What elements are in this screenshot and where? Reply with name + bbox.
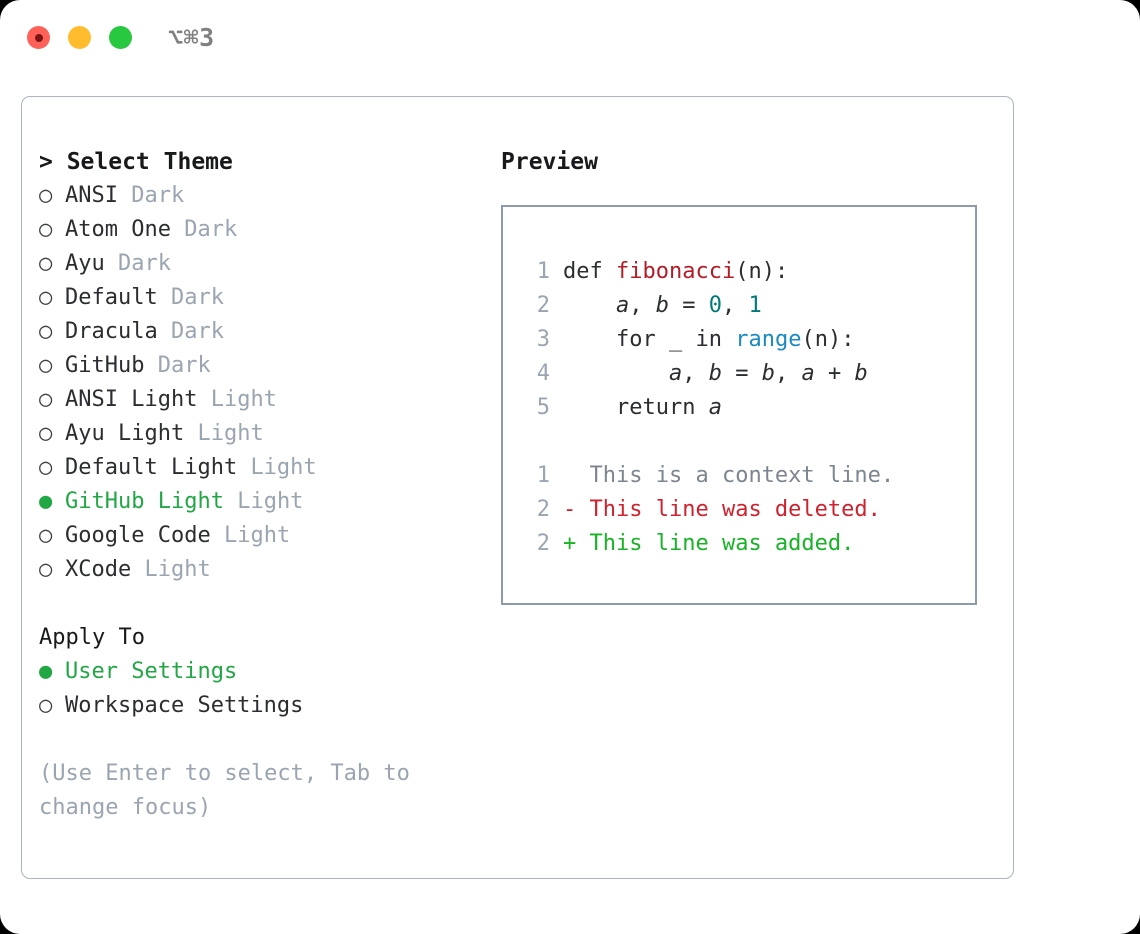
window-controls: [27, 26, 132, 49]
theme-name-label: Atom One: [65, 217, 171, 242]
code-line: 2 a, b = 0, 1: [520, 289, 894, 323]
theme-kind-label: Light: [210, 387, 277, 412]
main-panel: > Select Theme ANSI DarkAtom One DarkAyu…: [21, 96, 1014, 879]
theme-list-item[interactable]: Google Code Light: [39, 519, 469, 553]
theme-kind-label: Light: [250, 455, 317, 480]
title-bar: ⌥⌘3: [0, 0, 1140, 78]
radio-selected-icon: [39, 655, 65, 689]
theme-list-item[interactable]: ANSI Light Light: [39, 383, 469, 417]
radio-unselected-icon: [39, 247, 65, 281]
theme-list-item[interactable]: Default Light Light: [39, 451, 469, 485]
radio-unselected-icon: [39, 349, 65, 383]
theme-list-item[interactable]: Default Dark: [39, 281, 469, 315]
theme-list-item[interactable]: GitHub Dark: [39, 349, 469, 383]
diff-line: 1 This is a context line.: [520, 459, 894, 493]
theme-list-item[interactable]: GitHub Light Light: [39, 485, 469, 519]
theme-name-label: Default Light: [65, 455, 238, 480]
theme-name-label: Ayu: [65, 251, 105, 276]
theme-kind-label: Dark: [118, 251, 171, 276]
line-number: 2: [536, 531, 550, 556]
theme-kind-label: Dark: [170, 285, 224, 310]
theme-name-label: GitHub: [65, 353, 145, 378]
theme-name-label: ANSI: [65, 183, 118, 208]
diff-text: This is a context line.: [589, 463, 895, 488]
diff-sign: [563, 463, 590, 488]
theme-name-label: Dracula: [65, 319, 158, 344]
line-number: 2: [536, 497, 550, 522]
radio-unselected-icon: [39, 315, 65, 349]
line-number: 1: [536, 463, 550, 488]
radio-unselected-icon: [39, 383, 65, 417]
radio-unselected-icon: [39, 519, 65, 553]
line-number: 4: [536, 361, 550, 386]
line-number: 2: [536, 293, 550, 318]
code-spacer: [520, 425, 894, 459]
theme-list-item[interactable]: Dracula Dark: [39, 315, 469, 349]
theme-kind-label: Light: [237, 489, 304, 514]
apply-to-label: User Settings: [65, 659, 238, 684]
close-button-icon[interactable]: [27, 26, 50, 49]
theme-kind-label: Light: [223, 523, 291, 548]
line-number: 3: [536, 327, 550, 352]
theme-name-label: Default: [65, 285, 158, 310]
diff-line: 2- This line was deleted.: [520, 493, 894, 527]
theme-list-item[interactable]: Atom One Dark: [39, 213, 469, 247]
radio-unselected-icon: [39, 213, 65, 247]
theme-kind-label: Dark: [170, 319, 224, 344]
theme-list-item[interactable]: Ayu Dark: [39, 247, 469, 281]
radio-unselected-icon: [39, 179, 65, 213]
code-line: 4 a, b = b, a + b: [520, 357, 894, 391]
keyboard-hint-text: (Use Enter to select, Tab to change focu…: [39, 761, 410, 820]
diff-sign: -: [563, 497, 590, 522]
theme-name-label: Ayu Light: [65, 421, 185, 446]
diff-sign: +: [563, 531, 590, 556]
apply-to-option[interactable]: User Settings: [39, 655, 469, 689]
minimize-button-icon[interactable]: [68, 26, 91, 49]
apply-to-list[interactable]: User SettingsWorkspace Settings: [39, 655, 469, 723]
radio-unselected-icon: [39, 689, 65, 723]
theme-list-item[interactable]: XCode Light: [39, 553, 469, 587]
radio-selected-icon: [39, 485, 65, 519]
code-line: 3 for _ in range(n):: [520, 323, 894, 357]
theme-kind-label: Light: [197, 421, 264, 446]
theme-list[interactable]: ANSI DarkAtom One DarkAyu DarkDefault Da…: [39, 179, 469, 587]
radio-unselected-icon: [39, 281, 65, 315]
theme-kind-label: Dark: [184, 217, 238, 242]
radio-unselected-icon: [39, 553, 65, 587]
apply-to-option[interactable]: Workspace Settings: [39, 689, 469, 723]
radio-unselected-icon: [39, 451, 65, 485]
apply-to-label: Workspace Settings: [65, 693, 304, 718]
theme-kind-label: Dark: [131, 183, 185, 208]
theme-kind-label: Dark: [157, 353, 211, 378]
theme-name-label: GitHub Light: [65, 489, 224, 514]
line-number: 5: [536, 395, 550, 420]
theme-selector-column: > Select Theme ANSI DarkAtom One DarkAyu…: [39, 145, 469, 825]
keyboard-shortcut-label: ⌥⌘3: [168, 23, 215, 52]
diff-text: This line was deleted.: [589, 497, 881, 522]
line-number: 1: [536, 259, 550, 284]
diff-line: 2 + This line was added.: [520, 527, 894, 561]
theme-list-item[interactable]: Ayu Light Light: [39, 417, 469, 451]
theme-kind-label: Light: [144, 557, 211, 582]
theme-name-label: ANSI Light: [65, 387, 198, 412]
apply-to-header: Apply To: [39, 625, 145, 650]
select-theme-header: > Select Theme: [39, 149, 233, 175]
radio-unselected-icon: [39, 417, 65, 451]
preview-header: Preview: [501, 149, 598, 175]
code-line: 5 return a: [520, 391, 894, 425]
theme-name-label: Google Code: [65, 523, 211, 548]
theme-list-item[interactable]: ANSI Dark: [39, 179, 469, 213]
diff-text: This line was added.: [589, 531, 855, 556]
theme-name-label: XCode: [65, 557, 132, 582]
maximize-button-icon[interactable]: [109, 26, 132, 49]
